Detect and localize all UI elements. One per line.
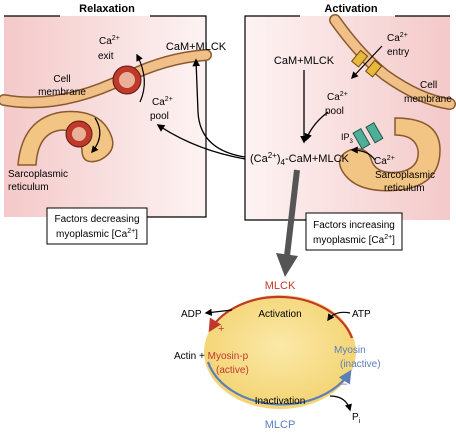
plus-sign: + (218, 323, 224, 335)
mlck-label: MLCK (265, 280, 296, 292)
cell-membrane-right (330, 15, 455, 109)
relaxation-panel-bg (4, 16, 206, 217)
activation-label: Activation (258, 309, 301, 320)
act-membrane-label: membrane (404, 94, 452, 105)
ca-exit-arrow (136, 53, 145, 103)
relaxation-bracket (120, 15, 207, 218)
atp-label: ATP (352, 309, 371, 320)
sarcoplasmic-reticulum-left (17, 110, 114, 166)
center-pathway: CaM+MLCK CaM+MLCK (Ca2+)4-CaM+MLCK (156, 41, 350, 277)
ip3-receptor-icon (352, 122, 384, 150)
relax-sr-label-1: Sarcoplasmic (8, 169, 68, 180)
relax-cell-label: Cell (53, 74, 70, 85)
relax-sr-label-2: reticulum (8, 182, 49, 193)
myosin-label: Myosin (334, 345, 366, 356)
relax-ca-pool-label: Ca2+ (152, 96, 173, 108)
factors-decreasing-line1: Factors decreasing (54, 214, 139, 225)
big-activation-arrow-shaft (284, 169, 300, 257)
mlck-arc (208, 295, 354, 339)
minus-sign: – (341, 378, 348, 390)
act-sr-label-2: reticulum (384, 183, 425, 194)
inactive-label: (inactive) (340, 359, 381, 370)
factors-decreasing-box (46, 207, 148, 245)
factors-decreasing-line2: myoplasmic [Ca2+] (56, 228, 138, 240)
cam-mlck-left-label: CaM+MLCK (166, 41, 227, 53)
cycle-ellipse (204, 295, 356, 409)
ca-from-pool-arrow (304, 111, 329, 142)
activation-bracket (244, 15, 320, 221)
ca4-cam-mlck-complex: (Ca2+)4-CaM+MLCK (250, 151, 350, 167)
act-cell-label: Cell (420, 80, 437, 91)
act-ca-sr-label: Ca2+ (374, 155, 395, 167)
pi-arrow (329, 395, 352, 412)
relax-membrane-label: membrane (38, 87, 86, 98)
inactivation-label: Inactivation (255, 396, 306, 407)
ca-release-sr-arrow (350, 146, 376, 161)
relaxation-panel: Relaxation Ca2+ exit Cell membrane Ca2+ … (0, 3, 212, 245)
ca-channel-icon (350, 49, 383, 78)
adp-label: ADP (181, 309, 202, 320)
activation-title: Activation (324, 3, 377, 15)
factors-increasing-box (305, 212, 403, 251)
act-pool-word: pool (325, 106, 344, 117)
active-label: (active) (216, 365, 249, 376)
adp-arrow (204, 308, 233, 316)
ca-pump-membrane-inner (119, 72, 135, 88)
big-activation-arrow-head (276, 253, 298, 277)
ca-uptake-sr-arrow (91, 117, 101, 154)
cam-mlck-right-label: CaM+MLCK (274, 55, 335, 67)
ca-to-pool-arrow (156, 124, 246, 160)
actin-myosin-p-label: Actin + Myosin-p (174, 351, 249, 362)
pi-label: Pi (352, 412, 361, 425)
relax-exit-word: exit (98, 51, 114, 62)
act-entry-word: entry (387, 47, 409, 58)
act-ca-pool-label: Ca2+ (327, 91, 348, 103)
sarcoplasmic-reticulum-right (338, 117, 441, 192)
ip3-label: IP3 (341, 132, 354, 145)
ca-entry-arrow (351, 45, 383, 80)
mlcp-arc (206, 361, 352, 406)
act-sr-label-1: Sarcoplasmic (375, 170, 435, 181)
relax-pool-word: pool (150, 111, 169, 122)
mlcp-label: MLCP (265, 419, 296, 431)
act-ca-entry-label: Ca2+ (387, 32, 408, 44)
myosin-cycle: MLCK Activation ADP ATP + Actin + Myosin… (174, 280, 381, 431)
factors-increasing-line2: myoplasmic [Ca2+] (313, 234, 395, 246)
relax-ca-exit-label: Ca2+ (99, 35, 120, 47)
atp-arrow (327, 311, 351, 322)
activation-panel: Activation Ca2+ entry Cell membrane Ca2+… (244, 3, 456, 251)
factors-increasing-line1: Factors increasing (313, 220, 395, 231)
dissociation-arrow (192, 58, 246, 158)
relaxation-title: Relaxation (79, 3, 135, 15)
